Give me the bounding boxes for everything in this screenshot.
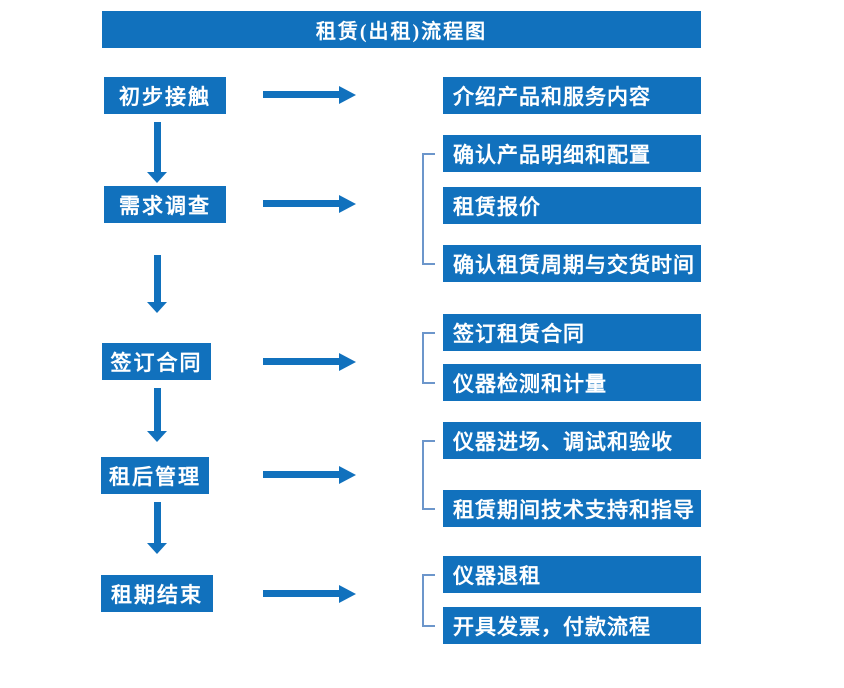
detail-rental-quotation: 租赁报价 [443, 187, 701, 224]
group-bracket [422, 153, 435, 265]
detail-confirm-period-delivery: 确认租赁周期与交货时间 [443, 245, 701, 282]
step-demand-survey: 需求调查 [104, 186, 226, 223]
detail-invoice-payment: 开具发票，付款流程 [443, 607, 701, 644]
right-arrow-head [339, 353, 356, 371]
right-arrow-shaft [263, 471, 339, 478]
detail-instrument-setup-acceptance: 仪器进场、调试和验收 [443, 422, 701, 459]
down-arrow-head [147, 172, 167, 183]
right-arrow-head [339, 195, 356, 213]
right-arrow-head [339, 466, 356, 484]
detail-instrument-return: 仪器退租 [443, 556, 701, 593]
down-arrow-head [147, 302, 167, 313]
right-arrow-shaft [263, 200, 339, 207]
step-sign-contract: 签订合同 [102, 343, 211, 380]
detail-instrument-testing-metering: 仪器检测和计量 [443, 364, 701, 401]
group-bracket [422, 574, 435, 627]
detail-introduce-products-services: 介绍产品和服务内容 [443, 77, 701, 114]
down-arrow-shaft [154, 122, 161, 172]
right-arrow-head [339, 86, 356, 104]
right-arrow-shaft [263, 590, 339, 597]
group-bracket [422, 440, 435, 510]
down-arrow-shaft [154, 388, 161, 431]
group-bracket [422, 332, 435, 384]
detail-confirm-product-config: 确认产品明细和配置 [443, 135, 701, 172]
detail-sign-rental-contract: 签订租赁合同 [443, 314, 701, 351]
flowchart-title: 租赁(出租)流程图 [102, 11, 701, 48]
right-arrow-shaft [263, 358, 339, 365]
down-arrow-shaft [154, 255, 161, 302]
down-arrow-head [147, 543, 167, 554]
down-arrow-head [147, 431, 167, 442]
down-arrow-shaft [154, 502, 161, 543]
right-arrow-shaft [263, 91, 339, 98]
step-post-rental-management: 租后管理 [101, 457, 209, 494]
step-initial-contact: 初步接触 [104, 77, 226, 114]
right-arrow-head [339, 585, 356, 603]
detail-technical-support: 租赁期间技术支持和指导 [443, 490, 701, 527]
step-lease-end: 租期结束 [101, 575, 213, 612]
